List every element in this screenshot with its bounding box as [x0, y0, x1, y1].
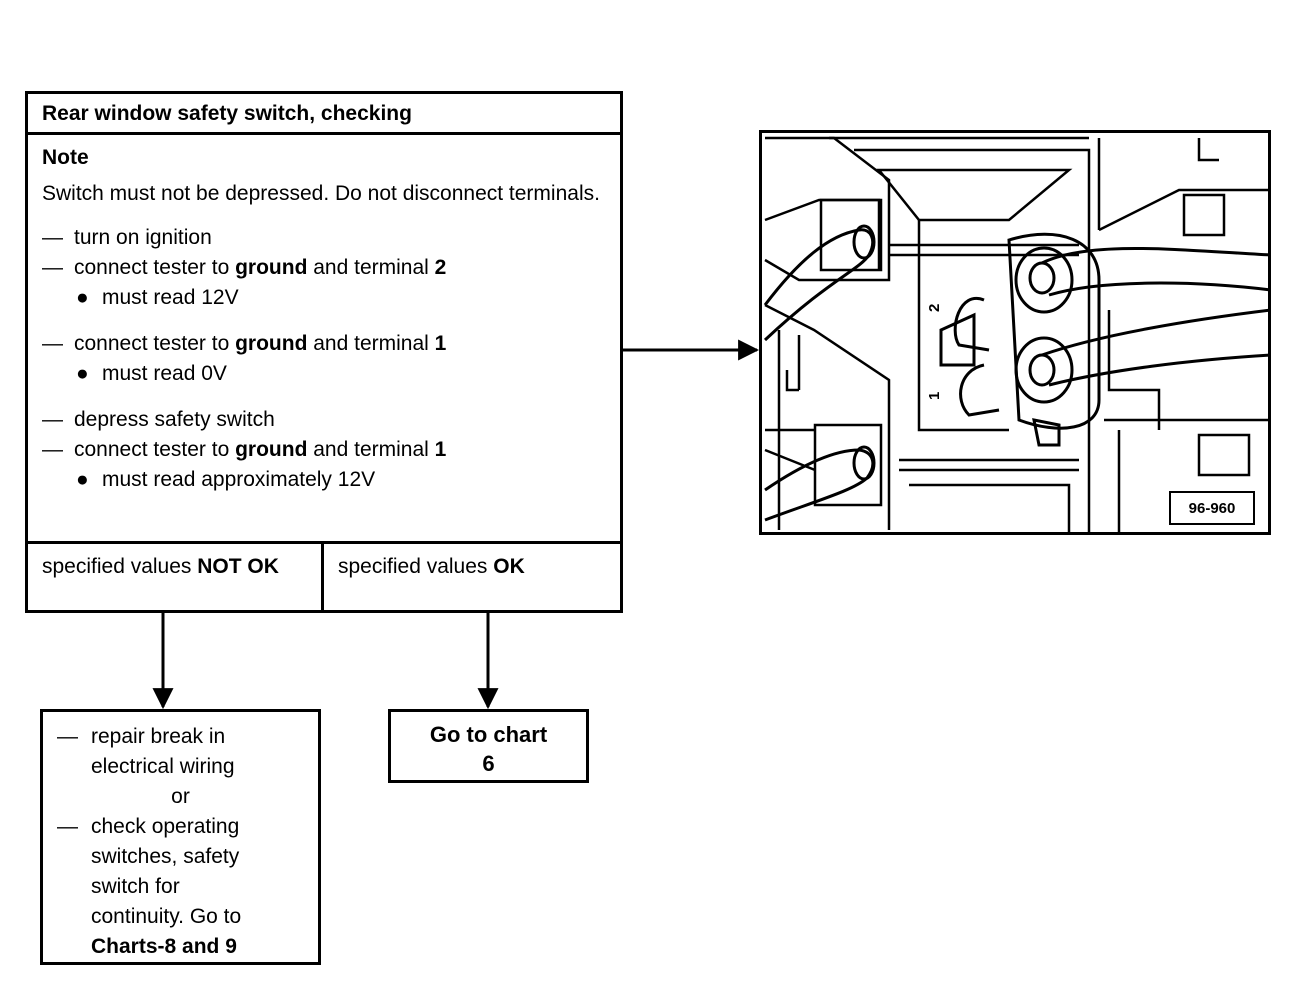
not-ok-cell: specified values NOT OK — [28, 544, 324, 610]
step-terminal-2: —connect tester to ground and terminal 2 — [42, 256, 447, 279]
repair-or: or — [171, 785, 190, 808]
step-turn-on-ignition: —turn on ignition — [42, 226, 212, 249]
repair-box: —repair break in electrical wiring or —c… — [40, 709, 321, 965]
procedure-title: Rear window safety switch, checking — [28, 94, 620, 135]
note-label: Note — [42, 146, 89, 169]
step-terminal-1: —connect tester to ground and terminal 1 — [42, 332, 447, 355]
note-text: Switch must not be depressed. Do not dis… — [42, 182, 600, 205]
repair-line-3: —check operating — [57, 815, 240, 838]
switch-illustration: 2 1 96-960 — [759, 130, 1271, 535]
result-row: specified values NOT OK specified values… — [28, 541, 620, 610]
center-frame — [829, 136, 1091, 535]
repair-line-6: continuity. Go to — [91, 905, 242, 928]
bullet-icon: ● — [76, 468, 89, 491]
wires-right — [1041, 247, 1271, 387]
step-terminal-1-again: —connect tester to ground and terminal 1 — [42, 438, 447, 461]
check-procedure-box: Rear window safety switch, checking Note… — [25, 91, 623, 613]
procedure-body: Note Switch must not be depressed. Do no… — [28, 135, 620, 495]
figure-id: 96-960 — [1189, 500, 1236, 517]
bullet-icon: ● — [76, 286, 89, 309]
goto-line-1: Go to chart — [429, 722, 548, 747]
repair-line-5: switch for — [91, 875, 180, 898]
terminal-2-label: 2 — [926, 304, 943, 312]
result-0v: ●must read 0V — [42, 359, 606, 389]
step-depress-switch: —depress safety switch — [42, 408, 275, 431]
repair-line-7: Charts-8 and 9 — [91, 935, 237, 958]
repair-line-4: switches, safety — [91, 845, 240, 868]
repair-line-2: electrical wiring — [91, 755, 235, 778]
ok-cell: specified values OK — [338, 555, 525, 578]
goto-line-2: 6 — [482, 751, 495, 776]
housing-right — [1097, 138, 1271, 535]
terminal-1-label: 1 — [926, 392, 943, 400]
repair-line-1: —repair break in — [57, 725, 226, 748]
goto-chart-box: Go to chart 6 — [388, 709, 589, 783]
result-12v: ●must read 12V — [42, 283, 606, 313]
wires-left — [763, 224, 876, 522]
result-approx-12v: ●must read approximately 12V — [42, 465, 606, 495]
bullet-icon: ● — [76, 362, 89, 385]
